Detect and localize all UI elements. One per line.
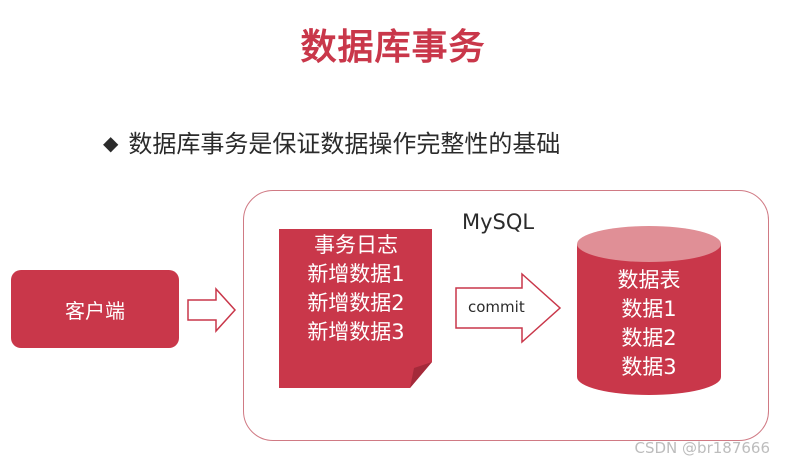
transaction-log-line: 新增数据2: [307, 291, 405, 315]
document-fold-icon: [410, 362, 432, 388]
transaction-log-document: [279, 229, 432, 388]
bullet-point: ◆ 数据库事务是保证数据操作完整性的基础: [103, 124, 560, 159]
client-to-mysql-arrow-icon: [187, 287, 237, 333]
data-table-text: 数据表 数据1 数据2 数据3: [578, 266, 720, 382]
bullet-text: 数据库事务是保证数据操作完整性的基础: [128, 130, 561, 158]
database-cylinder-top: [577, 226, 721, 262]
data-table-line: 数据1: [621, 297, 677, 321]
database-cylinder-body: [577, 244, 721, 395]
client-label: 客户端: [65, 298, 125, 323]
data-table-line: 数据2: [621, 326, 677, 350]
commit-label: commit: [468, 298, 525, 316]
client-box: 客户端: [11, 270, 179, 348]
data-table-line: 数据3: [621, 355, 677, 379]
mysql-container: [243, 190, 769, 441]
diamond-bullet-icon: ◆: [103, 131, 119, 155]
commit-arrow-icon: [455, 272, 562, 344]
transaction-log-text: 事务日志 新增数据1 新增数据2 新增数据3: [280, 231, 432, 347]
slide-title: 数据库事务: [300, 27, 486, 68]
transaction-log-line: 事务日志: [314, 233, 398, 257]
watermark: CSDN @br187666: [634, 439, 770, 457]
data-table-line: 数据表: [617, 268, 681, 292]
transaction-log-line: 新增数据3: [307, 320, 405, 344]
transaction-log-line: 新增数据1: [307, 262, 405, 286]
mysql-label: MySQL: [462, 210, 535, 234]
